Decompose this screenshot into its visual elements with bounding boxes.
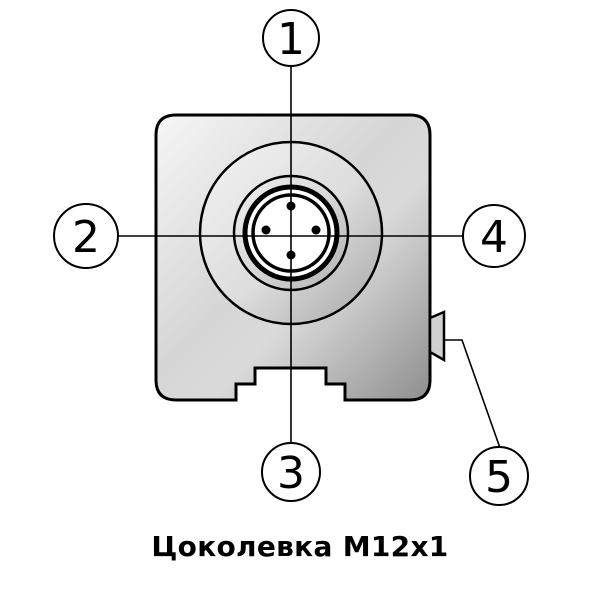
callout-3: 3 <box>261 442 321 502</box>
callout-1: 1 <box>262 9 320 67</box>
side-screw <box>428 310 446 363</box>
callout-2-label: 2 <box>72 212 100 263</box>
diagram-caption: Цоколевка М12х1 <box>151 530 449 563</box>
callout-2: 2 <box>53 203 119 269</box>
pin-3 <box>286 250 296 260</box>
callout-3-label: 3 <box>277 448 305 499</box>
pin-4 <box>311 225 321 235</box>
leader-line-5 <box>444 339 501 449</box>
callout-5: 5 <box>469 446 529 506</box>
callout-1-label: 1 <box>277 14 305 65</box>
callout-4: 4 <box>462 204 526 268</box>
pin-2 <box>261 225 271 235</box>
callout-4-label: 4 <box>480 212 508 263</box>
pin-1 <box>286 201 296 211</box>
callout-5-label: 5 <box>485 452 513 503</box>
